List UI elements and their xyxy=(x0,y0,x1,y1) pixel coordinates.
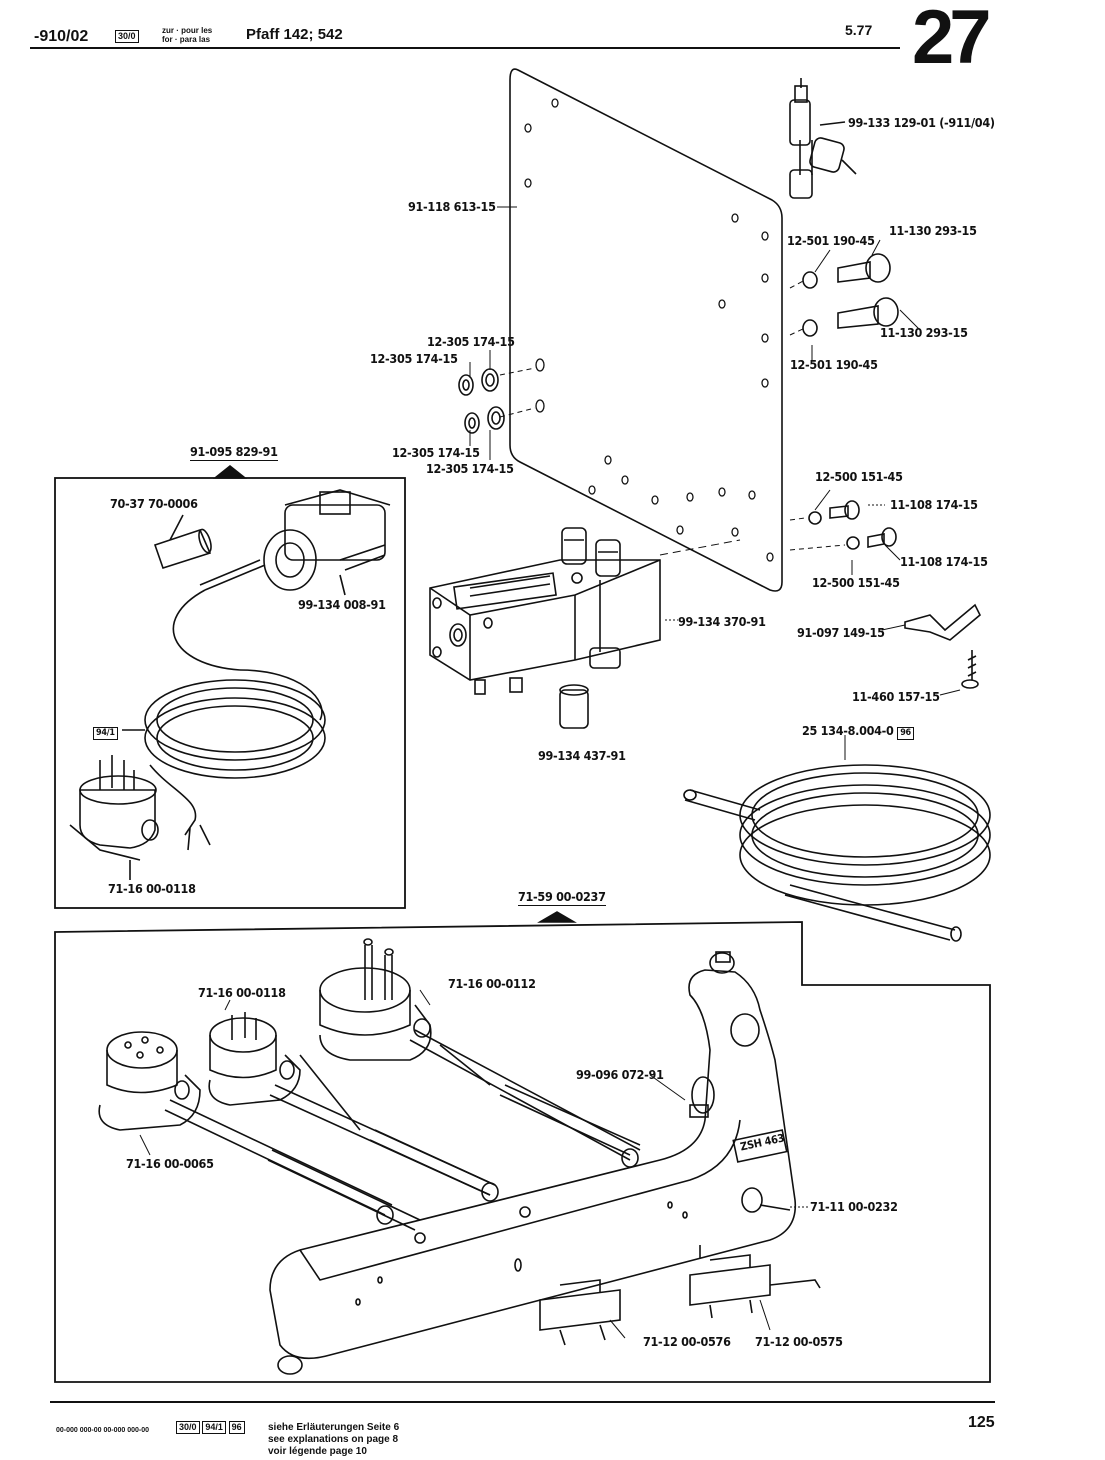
label-hose-text: 25 134-8.004-0 xyxy=(802,723,894,738)
label-washer-b: 12-501 190-45 xyxy=(790,357,878,372)
label-pedal-assembly: 71-59 00-0237 xyxy=(518,889,606,906)
footer-line-3: voir légende page 10 xyxy=(268,1446,367,1457)
kit-box xyxy=(54,464,406,909)
date-text: 5.77 xyxy=(845,22,873,38)
label-screw-c: 11-108 174-15 xyxy=(890,497,978,512)
label-screw-b: 11-130 293-15 xyxy=(880,325,968,340)
label-switch-0065: 71-16 00-0065 xyxy=(126,1156,214,1171)
footer-badges: 30/0 94/1 96 xyxy=(176,1421,245,1434)
label-cable-ref: 94/1 xyxy=(93,724,118,740)
label-switch-0112: 71-16 00-0112 xyxy=(448,976,536,991)
bracket xyxy=(904,603,981,689)
footer-codes: 00-000 000-00 00-000 000-00 xyxy=(56,1427,150,1434)
label-micro-switch-1: 71-12 00-0576 xyxy=(643,1334,731,1349)
ref-badge-text: 30/0 xyxy=(115,30,139,43)
label-washer-c: 12-500 151-45 xyxy=(815,469,903,484)
pedal-box xyxy=(54,911,991,1383)
washers xyxy=(458,271,860,550)
footer-badge-2: 94/1 xyxy=(202,1421,226,1434)
page-number: 125 xyxy=(968,1414,995,1431)
hose-ref-badge: 96 xyxy=(897,727,914,740)
valve-block xyxy=(429,527,661,695)
label-ring-3: 12-305 174-15 xyxy=(392,445,480,460)
label-kit: 91-095 829-91 xyxy=(190,444,278,461)
cable-ref-badge: 94/1 xyxy=(93,727,118,740)
zur-pour-text: zur · pour les xyxy=(162,26,213,35)
label-ring-4: 12-305 174-15 xyxy=(426,461,514,476)
label-wood-screw: 11-460 157-15 xyxy=(852,689,940,704)
label-t-fitting: 99-133 129-01 (-911/04) xyxy=(848,115,995,130)
footer-badge-3: 96 xyxy=(228,1421,245,1434)
footer-line-1: siehe Erläuterungen Seite 6 xyxy=(268,1422,400,1433)
label-switch-0118: 71-16 00-0118 xyxy=(198,985,286,1000)
label-coil: 99-134 008-91 xyxy=(298,597,386,612)
footer-badge-1: 30/0 xyxy=(176,1421,200,1434)
screws xyxy=(829,253,899,548)
label-ring-2: 12-305 174-15 xyxy=(370,351,458,366)
label-ring-1: 12-305 174-15 xyxy=(427,334,515,349)
label-micro-switch-2: 71-12 00-0575 xyxy=(755,1334,843,1349)
label-bracket: 91-097 149-15 xyxy=(797,625,885,640)
label-nipple: 99-134 437-91 xyxy=(538,748,626,763)
label-plug: 71-16 00-0118 xyxy=(108,881,196,896)
label-hose: 25 134-8.004-0 96 xyxy=(802,724,914,740)
group-number: 27 xyxy=(912,0,992,80)
label-valve: 99-134 370-91 xyxy=(678,614,766,629)
label-screw-d: 11-108 174-15 xyxy=(900,554,988,569)
label-mounting-plate: 91-118 613-15 xyxy=(408,199,496,214)
label-kit-text: 91-095 829-91 xyxy=(190,444,278,461)
label-washer-d: 12-500 151-45 xyxy=(812,575,900,590)
air-hose xyxy=(683,764,991,942)
t-fitting xyxy=(789,78,857,199)
ref-badge: 30/0 xyxy=(115,30,139,43)
label-pedal-assembly-text: 71-59 00-0237 xyxy=(518,889,606,906)
machine-title: Pfaff 142; 542 xyxy=(246,26,343,43)
nipple xyxy=(559,684,589,729)
label-toggle: 71-11 00-0232 xyxy=(810,1199,898,1214)
for-para-text: for · para las xyxy=(162,35,211,44)
label-washer-a: 12-501 190-45 xyxy=(787,233,875,248)
footer-line-2: see explanations on page 8 xyxy=(268,1434,399,1445)
label-screw-a: 11-130 293-15 xyxy=(889,223,977,238)
label-pivot: 99-096 072-91 xyxy=(576,1067,664,1082)
ref-number: -910/02 xyxy=(34,28,89,45)
mounting-plate xyxy=(509,68,783,592)
label-sleeve: 70-37 70-0006 xyxy=(110,496,198,511)
